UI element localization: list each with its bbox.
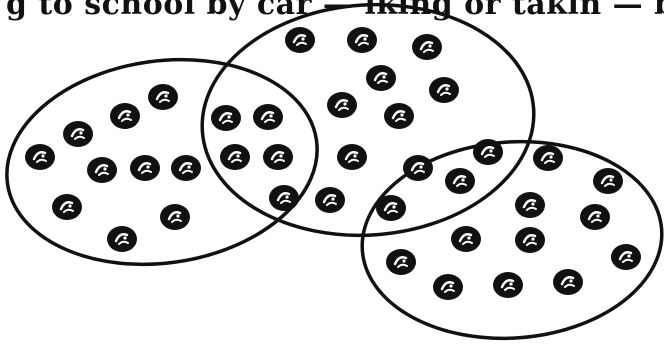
person-dot-icon [515, 227, 545, 253]
person-dot-icon [25, 144, 55, 170]
person-dot-icon [160, 204, 190, 230]
person-dot-icon [347, 27, 377, 53]
person-dot-icon [315, 187, 345, 213]
person-dot-icon [429, 77, 459, 103]
cropped-caption-text: g to school by car — lking or takin — bu… [6, 0, 664, 22]
person-dot-icon [403, 155, 433, 181]
person-dot-icon [611, 244, 641, 270]
person-dot-icon [285, 27, 315, 53]
person-dot-icon [451, 226, 481, 252]
set-center-ellipse [200, 2, 536, 238]
cropped-caption: g to school by car — lking or takin — bu… [0, 0, 664, 27]
person-dot-icon [110, 103, 140, 129]
person-dot-icon [473, 139, 503, 165]
person-dot-icon [433, 274, 463, 300]
person-dot-icon [386, 249, 416, 275]
person-dot-icon [515, 192, 545, 218]
person-dot-icon [580, 204, 610, 230]
person-dot-icon [107, 226, 137, 252]
person-dot-icon [445, 168, 475, 194]
person-dot-icon [376, 195, 406, 221]
person-dot-icon [366, 65, 396, 91]
person-dot-icon [384, 103, 414, 129]
person-dot-icon [87, 157, 117, 183]
person-dot-icon [533, 145, 563, 171]
person-dot-icon [493, 272, 523, 298]
person-dot-icon [412, 34, 442, 60]
person-dot-icon [263, 144, 293, 170]
person-dot-icon [52, 194, 82, 220]
person-dot-icon [130, 155, 160, 181]
person-dot-icon [148, 84, 178, 110]
person-dot-icon [63, 121, 93, 147]
person-dot-icon [553, 269, 583, 295]
person-dot-icon [593, 168, 623, 194]
set-left-ellipse [5, 57, 319, 267]
person-dot-icon [269, 185, 299, 211]
person-dot-icon [220, 144, 250, 170]
person-dot-icon [337, 144, 367, 170]
person-dot-icon [327, 92, 357, 118]
person-dot-icon [171, 155, 201, 181]
person-dot-icon [211, 105, 241, 131]
person-dot-icon [253, 104, 283, 130]
set-right-ellipse [360, 139, 664, 341]
